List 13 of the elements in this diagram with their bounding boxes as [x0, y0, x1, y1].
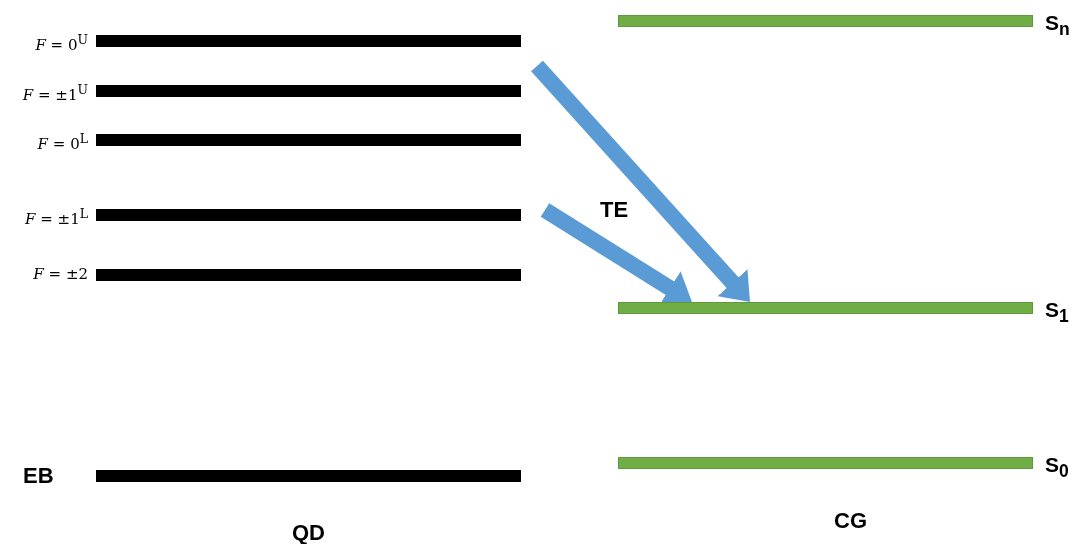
- transfer-arrow: [531, 60, 750, 302]
- level-label: F = 0$^{L}$: [37, 130, 88, 154]
- level-label: EB: [23, 462, 54, 490]
- process-label: TE: [600, 197, 629, 223]
- level-label: F = ±1$^{L}$: [25, 205, 88, 229]
- level-label: S$_{1}$: [1045, 298, 1069, 329]
- level-label: F = ±1$^{U}$: [22, 81, 88, 105]
- level-label: F = 0$^{U}$: [35, 31, 88, 55]
- level-label: F = ±2: [33, 264, 88, 284]
- level-label: S$_{n}$: [1045, 11, 1070, 42]
- level-label: S$_{0}$: [1045, 453, 1069, 484]
- axis-label: QD: [292, 520, 325, 544]
- axis-label: CG: [834, 508, 867, 534]
